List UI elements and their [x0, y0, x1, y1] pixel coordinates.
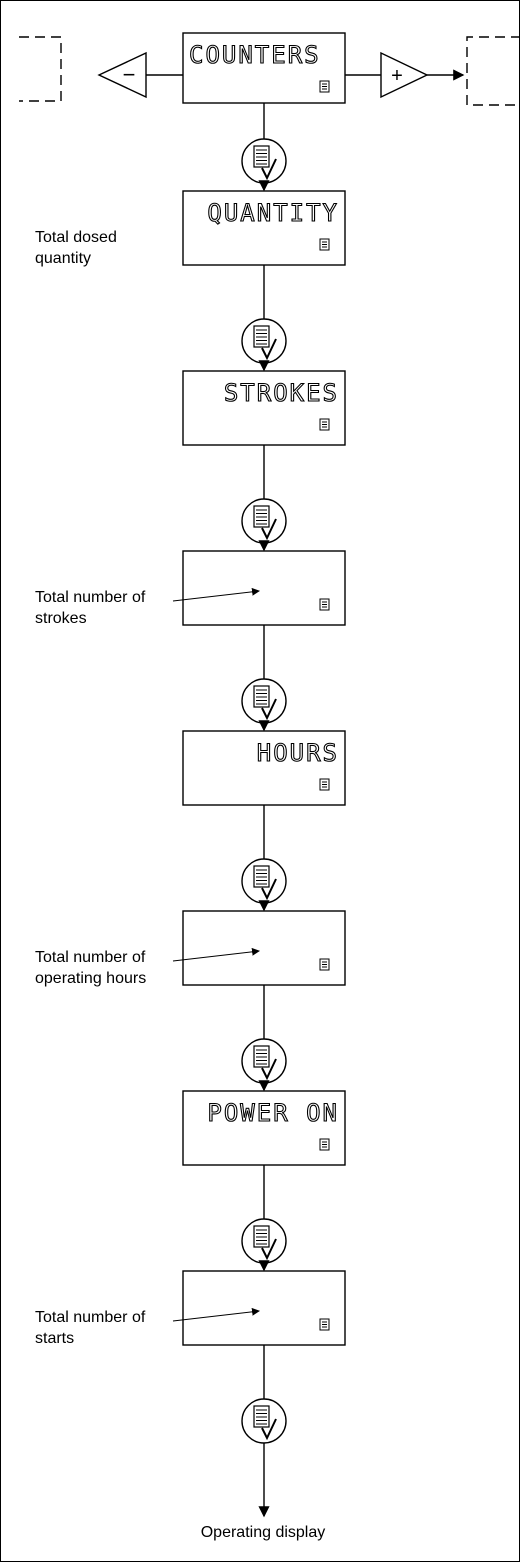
- menu-indicator-icon: [319, 80, 330, 93]
- menu-indicator-icon: [319, 418, 330, 431]
- lcd-display: [182, 1270, 346, 1346]
- menu-confirm-icon[interactable]: [241, 318, 287, 364]
- lcd-text: QUANTITY: [207, 199, 339, 227]
- lcd-text-counters: COUNTERS: [189, 41, 321, 69]
- menu-indicator-icon: [319, 958, 330, 971]
- label-total-number-of-operating-hours: Total number of operating hours: [35, 949, 147, 987]
- lcd-display: [182, 550, 346, 626]
- lcd-text: POWER ON: [207, 1099, 339, 1127]
- menu-confirm-icon[interactable]: [241, 1038, 287, 1084]
- next-menu-placeholder: [466, 36, 519, 106]
- menu-confirm-icon[interactable]: [241, 678, 287, 724]
- minus-key[interactable]: −: [97, 51, 183, 99]
- plus-key[interactable]: +: [345, 51, 465, 99]
- menu-confirm-icon[interactable]: [241, 1218, 287, 1264]
- menu-indicator-icon: [319, 778, 330, 791]
- menu-confirm-icon[interactable]: [241, 138, 287, 184]
- prev-menu-placeholder: [19, 36, 62, 102]
- plus-key-label: +: [391, 65, 403, 87]
- menu-flow: QUANTITY STROKES HOURS POWER ON: [172, 103, 346, 1518]
- menu-indicator-icon: [319, 598, 330, 611]
- operating-display-label: Operating display: [200, 1524, 326, 1541]
- menu-indicator-icon: [319, 1138, 330, 1151]
- lcd-display: QUANTITY: [182, 190, 346, 266]
- lcd-display: POWER ON: [182, 1090, 346, 1166]
- minus-key-label: −: [123, 62, 136, 87]
- menu-confirm-icon[interactable]: [241, 498, 287, 544]
- menu-indicator-icon: [319, 1318, 330, 1331]
- lcd-display: [182, 910, 346, 986]
- label-total-dosed-quantity: Total dosed quantity: [35, 229, 117, 267]
- label-total-number-of-strokes: Total number of strokes: [35, 589, 146, 627]
- lcd-display: HOURS: [182, 730, 346, 806]
- menu-indicator-icon: [319, 238, 330, 251]
- lcd-display-counters: COUNTERS: [182, 32, 346, 104]
- menu-confirm-icon[interactable]: [241, 1398, 287, 1444]
- menu-confirm-icon[interactable]: [241, 858, 287, 904]
- lcd-text: HOURS: [257, 739, 339, 767]
- lcd-text: STROKES: [224, 379, 339, 407]
- lcd-display: STROKES: [182, 370, 346, 446]
- label-total-number-of-starts: Total number of starts: [35, 1309, 146, 1347]
